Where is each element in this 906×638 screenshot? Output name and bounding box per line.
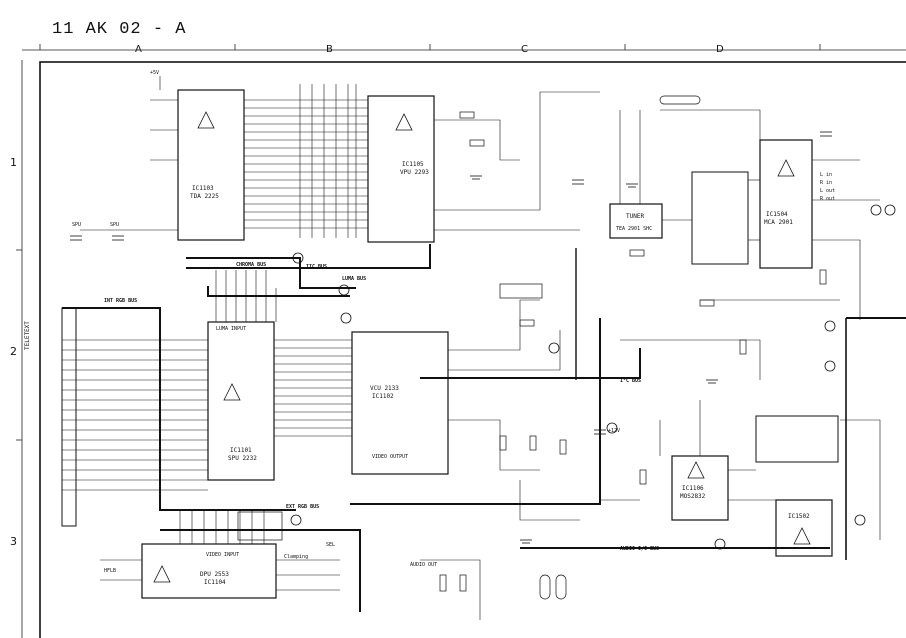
ic1103-part: TDA 2225 <box>190 193 219 200</box>
left-ruler <box>16 60 23 638</box>
column-marker-b: B <box>326 44 333 55</box>
chip-ic1102: IC1102 VCU 2133 VIDEO OUTPUT <box>351 331 449 475</box>
chip-ic1502: IC1502 <box>775 499 833 557</box>
ic1101-ref: IC1101 <box>230 447 252 454</box>
ic1105-part: VPU 2293 <box>400 169 429 176</box>
row-marker-2: 2 <box>10 345 17 358</box>
luma-bus-label: LUMA BUS <box>342 276 366 282</box>
r-out-label: R out <box>820 196 835 202</box>
ext-rgb-bus-label: EXT RGB BUS <box>286 504 319 510</box>
iic-bus-label: I²C BUS <box>620 378 641 384</box>
connection-markers <box>290 204 896 550</box>
chip-ic1101: IC1101 SPU 2232 <box>207 321 275 481</box>
sheet-frame <box>39 61 906 638</box>
ic1504-ref: IC1504 <box>766 211 788 218</box>
chip-ic1504: IC1504 MCA 2901 <box>759 139 813 269</box>
top-ruler <box>22 44 906 51</box>
ic1502-ref: IC1502 <box>788 513 810 520</box>
plus5v-label: +5V <box>150 70 159 76</box>
ic1103-ref: IC1103 <box>192 185 214 192</box>
audio-out-label: AUDIO OUT <box>410 562 437 568</box>
plus12v-label: +12V <box>608 428 620 434</box>
wire-network <box>62 76 881 620</box>
ic1102-ref: IC1102 <box>372 393 394 400</box>
chip-unlabelled-1 <box>691 171 749 265</box>
ic1106-ref: IC1106 <box>682 485 704 492</box>
l-in-label: L in <box>820 172 832 178</box>
ic1504-part: MCA 2901 <box>764 219 793 226</box>
column-marker-d: D <box>716 44 724 55</box>
luma-input-label: LUMA INPUT <box>216 326 246 332</box>
spu-label-1: SPU <box>72 222 81 228</box>
sel-label: SEL <box>326 542 335 548</box>
bus-lines <box>62 244 906 612</box>
row-marker-1: 1 <box>10 156 17 169</box>
l-out-label: L out <box>820 188 835 194</box>
ic1102-part: VCU 2133 <box>370 385 399 392</box>
ic1102-video-output: VIDEO OUTPUT <box>372 454 408 460</box>
ic1105-ref: IC1105 <box>402 161 424 168</box>
ic1104-part: DPU 2553 <box>200 571 229 578</box>
chip-ic1105: IC1105 VPU 2293 <box>367 95 435 243</box>
teletext-connector <box>61 307 77 527</box>
ground-symbols <box>470 175 718 544</box>
row-marker-3: 3 <box>10 535 17 548</box>
tuner-ref: TUNER <box>626 213 644 220</box>
audio-io-bus-label: AUDIO I/O BUS <box>620 546 659 552</box>
schematic-title: 11 AK 02 - A <box>52 20 187 39</box>
hflb-label: HFLB <box>104 568 116 574</box>
iic2-bus-label: IIC BUS <box>306 264 327 270</box>
ic1104-ref: IC1104 <box>204 579 226 586</box>
ic1106-part: MOS2832 <box>680 493 706 500</box>
passive-components <box>237 95 827 600</box>
chip-ic1106: IC1106 MOS2832 <box>671 455 729 521</box>
chip-ic1104: DPU 2553 IC1104 VIDEO INPUT <box>141 543 277 599</box>
ic1104-video-input: VIDEO INPUT <box>206 552 239 558</box>
capacitors <box>70 131 832 435</box>
clamping-label: Clamping <box>284 554 308 560</box>
spu-label-2: SPU <box>110 222 119 228</box>
int-rgb-bus-label: INT RGB BUS <box>104 298 137 304</box>
ic1101-part: SPU 2232 <box>228 455 257 462</box>
chip-ic1103: IC1103 TDA 2225 <box>177 89 245 241</box>
chroma-bus-label: CHROMA BUS <box>236 262 266 268</box>
column-marker-c: C <box>521 44 528 55</box>
chip-unlabelled-2 <box>755 415 839 463</box>
r-in-label: R in <box>820 180 832 186</box>
chip-tuner: TUNER TEA 2901 SHC <box>609 203 663 239</box>
column-marker-a: A <box>135 44 142 55</box>
tuner-part: TEA 2901 SHC <box>616 226 652 232</box>
